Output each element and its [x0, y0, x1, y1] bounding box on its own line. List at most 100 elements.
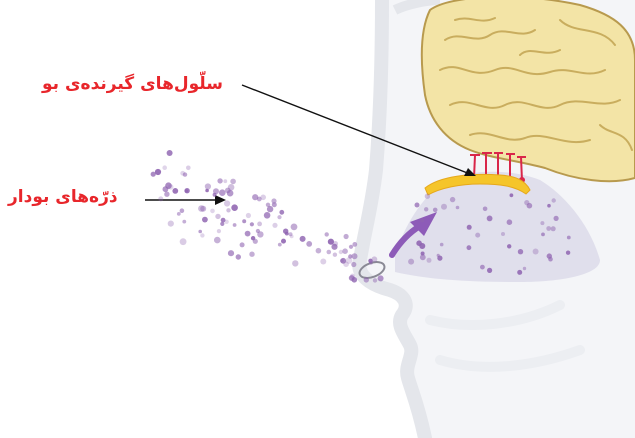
particle — [249, 252, 254, 257]
particle — [349, 245, 353, 249]
particle — [501, 232, 505, 236]
particle — [415, 203, 420, 208]
particle — [283, 229, 288, 234]
odor-particles-label: ذرّه‌های بودار — [8, 187, 118, 207]
particle — [316, 248, 322, 254]
particle — [200, 206, 206, 212]
particle — [224, 200, 230, 206]
particle — [507, 219, 513, 225]
particle — [487, 268, 492, 273]
particle — [177, 212, 181, 216]
particle — [320, 259, 326, 265]
particle — [567, 236, 571, 240]
particle — [364, 277, 369, 282]
particle — [253, 239, 258, 244]
particle — [517, 270, 522, 275]
particle — [231, 204, 238, 211]
particle — [306, 241, 312, 247]
particle — [507, 244, 511, 248]
particle — [339, 250, 343, 254]
particle — [183, 172, 187, 176]
particle — [368, 259, 372, 263]
particle — [240, 242, 245, 247]
particle — [277, 215, 281, 219]
particle — [373, 278, 377, 282]
particle — [257, 231, 263, 237]
particle — [291, 224, 298, 231]
particle — [523, 267, 526, 270]
particle — [340, 259, 344, 263]
particle — [300, 236, 306, 242]
particle — [223, 179, 227, 183]
particle — [566, 251, 570, 255]
particle — [419, 243, 425, 249]
particle — [271, 198, 276, 203]
particle — [202, 217, 208, 223]
particle — [475, 233, 480, 238]
particle — [162, 165, 167, 170]
particle — [424, 207, 428, 211]
particle — [333, 253, 337, 257]
particle — [155, 169, 161, 175]
particle — [217, 178, 222, 183]
particle — [440, 243, 444, 247]
particle — [221, 218, 226, 223]
particle — [467, 245, 472, 250]
particle — [551, 226, 556, 231]
particle — [408, 259, 414, 265]
particle — [552, 198, 556, 202]
particle — [252, 194, 258, 200]
particle — [437, 254, 440, 257]
particle — [242, 219, 246, 223]
particle — [210, 209, 215, 214]
particle — [554, 216, 559, 221]
particle — [246, 213, 251, 218]
particle — [540, 221, 544, 225]
particle — [343, 261, 349, 267]
particle — [546, 226, 551, 231]
particle — [264, 212, 271, 219]
particle — [352, 242, 357, 247]
particle — [214, 237, 221, 244]
particle — [230, 179, 236, 185]
particle — [420, 218, 424, 222]
particle — [433, 208, 438, 213]
particle — [215, 214, 220, 219]
particle — [164, 192, 169, 197]
particle — [217, 229, 221, 233]
particle — [220, 222, 224, 226]
particle — [518, 249, 523, 254]
particle — [213, 188, 219, 194]
particle — [233, 223, 237, 227]
particle — [225, 188, 231, 194]
particle — [349, 275, 355, 281]
particle — [456, 206, 460, 210]
particle — [180, 208, 185, 213]
particle — [378, 275, 384, 281]
particle — [200, 233, 204, 237]
particle — [547, 253, 552, 258]
particle — [168, 221, 174, 227]
particle — [533, 249, 539, 255]
particle — [325, 232, 329, 236]
particle — [250, 222, 254, 226]
particle — [172, 188, 178, 194]
particle — [527, 203, 533, 209]
receptor-cells-label: سلّول‌های گیرنده‌ی بو — [42, 74, 223, 94]
particle — [260, 195, 266, 201]
particle — [487, 216, 493, 222]
particle — [219, 189, 226, 196]
particle — [182, 220, 186, 224]
particle — [547, 204, 551, 208]
particle — [184, 188, 189, 193]
particle — [450, 197, 455, 202]
particle — [180, 238, 187, 245]
particle — [198, 230, 202, 234]
particle — [327, 250, 332, 255]
particle — [425, 194, 430, 199]
particle — [328, 239, 334, 245]
particle — [510, 193, 514, 197]
particle — [226, 208, 230, 212]
particle — [281, 239, 286, 244]
